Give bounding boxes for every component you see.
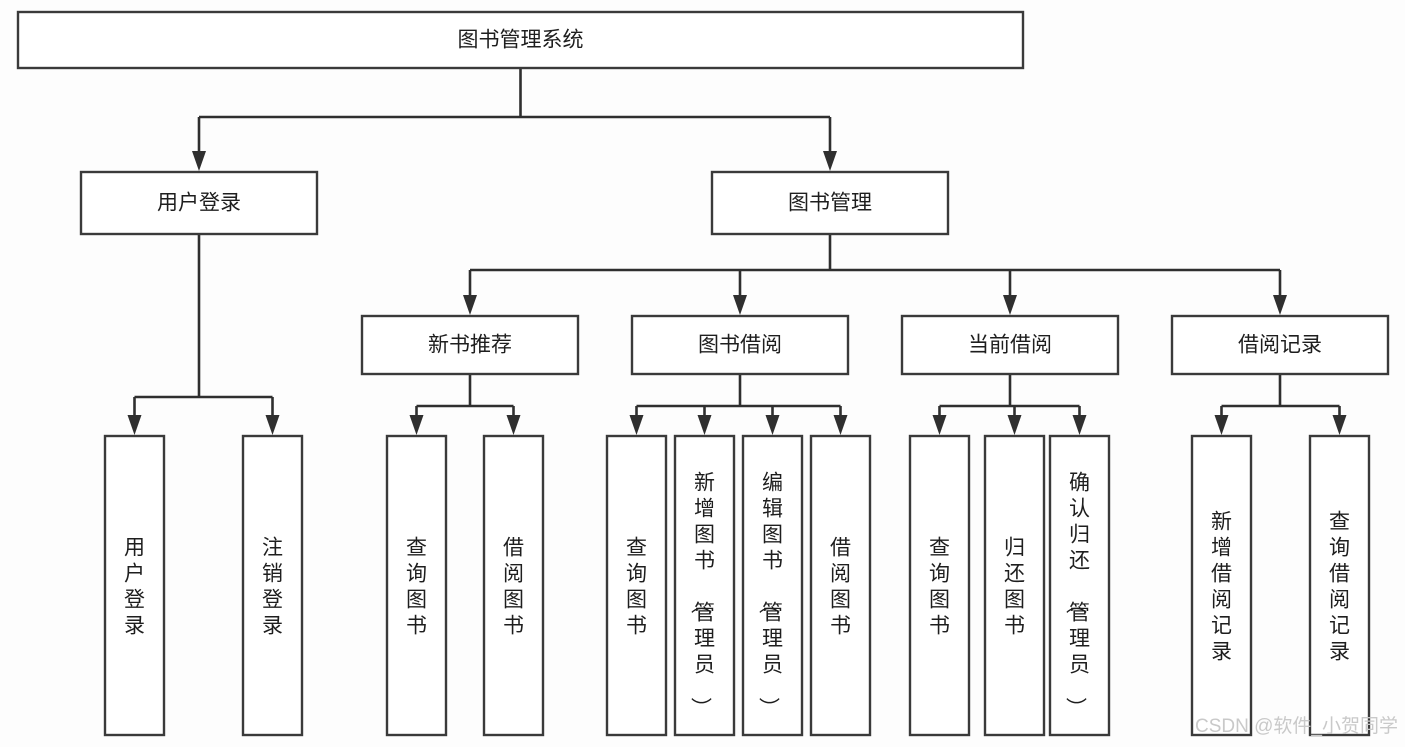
node-box-leaf-logout[interactable] — [241, 434, 304, 737]
node-label-current-borrow: 当前借阅 — [968, 334, 1052, 357]
connector-group — [409, 374, 521, 435]
node-box-borrow-record[interactable] — [1170, 314, 1390, 376]
node-book-manage[interactable]: 图书管理 — [710, 170, 950, 236]
node-label-leaf-return-book: 归还图书 — [1004, 536, 1025, 637]
node-leaf-query-book-2[interactable]: 查询图书 — [605, 434, 668, 737]
node-leaf-add-record[interactable]: 新增借阅记录 — [1190, 434, 1253, 737]
node-layer: 图书管理系统用户登录图书管理新书推荐图书借阅当前借阅借阅记录用户登录注销登录查询… — [16, 10, 1390, 737]
node-leaf-borrow-book-1[interactable]: 借阅图书 — [482, 434, 545, 737]
node-box-root[interactable] — [16, 10, 1025, 70]
node-label-book-borrow: 图书借阅 — [698, 334, 782, 357]
node-label-leaf-user-login: 用户登录 — [124, 536, 145, 637]
node-label-user-login: 用户登录 — [157, 192, 241, 215]
connector-group — [1214, 374, 1347, 435]
node-current-borrow[interactable]: 当前借阅 — [900, 314, 1120, 376]
node-label-leaf-logout: 注销登录 — [262, 536, 283, 637]
connector-group — [127, 234, 280, 435]
node-box-leaf-query-book-3[interactable] — [908, 434, 971, 737]
node-leaf-borrow-book-2[interactable]: 借阅图书 — [809, 434, 872, 737]
node-root[interactable]: 图书管理系统 — [16, 10, 1025, 70]
node-box-leaf-query-book-2[interactable] — [605, 434, 668, 737]
csdn-watermark: CSDN @软件_小贺同学 — [1195, 715, 1398, 737]
node-box-leaf-edit-book[interactable] — [741, 434, 804, 737]
node-leaf-edit-book[interactable]: 编辑图书（管理员） — [741, 434, 804, 737]
node-box-book-borrow[interactable] — [630, 314, 850, 376]
node-box-book-manage[interactable] — [710, 170, 950, 236]
connector-group — [192, 68, 837, 171]
node-user-login[interactable]: 用户登录 — [79, 170, 319, 236]
node-label-leaf-confirm-return: 确认归还（管理员） — [1064, 471, 1090, 718]
node-label-borrow-record: 借阅记录 — [1238, 334, 1322, 357]
connector-group — [629, 374, 848, 435]
node-label-leaf-query-book-3: 查询图书 — [929, 536, 950, 637]
node-label-leaf-borrow-book-2: 借阅图书 — [830, 536, 851, 637]
node-label-root: 图书管理系统 — [458, 29, 584, 52]
node-leaf-confirm-return[interactable]: 确认归还（管理员） — [1048, 434, 1111, 737]
node-leaf-query-record[interactable]: 查询借阅记录 — [1308, 434, 1371, 737]
node-label-leaf-add-book: 新增图书（管理员） — [689, 471, 715, 718]
connector-group — [932, 374, 1087, 435]
node-label-leaf-query-book-1: 查询图书 — [406, 536, 427, 637]
node-box-user-login[interactable] — [79, 170, 319, 236]
connector-layer — [127, 68, 1347, 435]
node-label-leaf-borrow-book-1: 借阅图书 — [503, 536, 524, 637]
node-box-leaf-return-book[interactable] — [983, 434, 1046, 737]
node-label-leaf-add-record: 新增借阅记录 — [1211, 510, 1232, 663]
node-leaf-query-book-3[interactable]: 查询图书 — [908, 434, 971, 737]
node-new-book-rec[interactable]: 新书推荐 — [360, 314, 580, 376]
node-leaf-query-book-1[interactable]: 查询图书 — [385, 434, 448, 737]
node-leaf-add-book[interactable]: 新增图书（管理员） — [673, 434, 736, 737]
node-box-leaf-query-record[interactable] — [1308, 434, 1371, 737]
node-label-leaf-query-book-2: 查询图书 — [626, 536, 647, 637]
node-label-leaf-query-record: 查询借阅记录 — [1329, 510, 1350, 663]
node-label-book-manage: 图书管理 — [788, 192, 872, 215]
connector-group — [463, 234, 1287, 315]
node-borrow-record[interactable]: 借阅记录 — [1170, 314, 1390, 376]
node-leaf-logout[interactable]: 注销登录 — [241, 434, 304, 737]
node-box-leaf-query-book-1[interactable] — [385, 434, 448, 737]
node-box-leaf-add-book[interactable] — [673, 434, 736, 737]
node-box-leaf-borrow-book-2[interactable] — [809, 434, 872, 737]
node-box-new-book-rec[interactable] — [360, 314, 580, 376]
node-box-leaf-confirm-return[interactable] — [1048, 434, 1111, 737]
node-leaf-return-book[interactable]: 归还图书 — [983, 434, 1046, 737]
node-leaf-user-login[interactable]: 用户登录 — [103, 434, 166, 737]
node-box-leaf-user-login[interactable] — [103, 434, 166, 737]
node-box-leaf-add-record[interactable] — [1190, 434, 1253, 737]
node-box-leaf-borrow-book-1[interactable] — [482, 434, 545, 737]
node-book-borrow[interactable]: 图书借阅 — [630, 314, 850, 376]
node-box-current-borrow[interactable] — [900, 314, 1120, 376]
node-label-leaf-edit-book: 编辑图书（管理员） — [757, 471, 783, 718]
node-label-new-book-rec: 新书推荐 — [428, 334, 512, 357]
